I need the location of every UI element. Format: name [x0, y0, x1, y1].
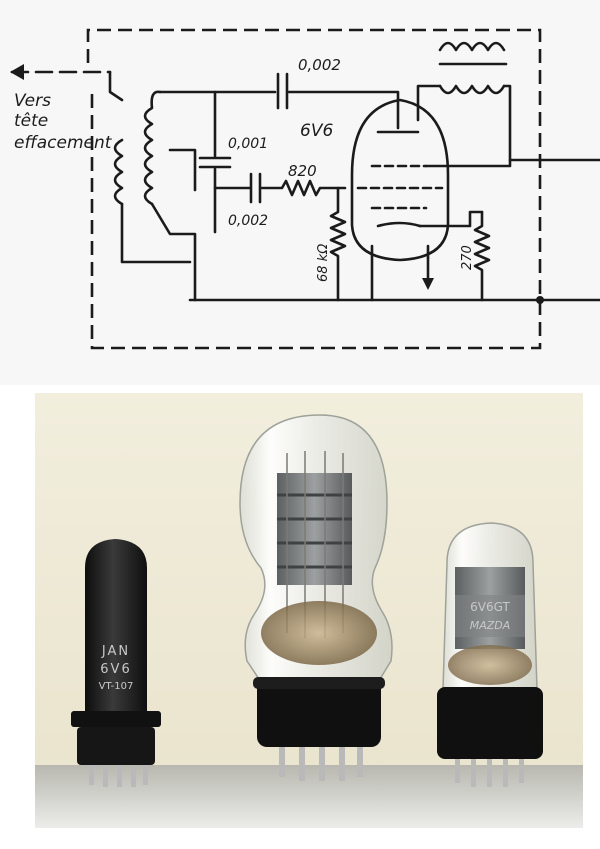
cap-top-lead-right [287, 90, 400, 130]
ground-junction [536, 296, 544, 304]
transformer-secondary [438, 84, 506, 95]
cathode-lead [418, 210, 484, 228]
tube1-marking-jan: JAN [101, 644, 130, 659]
tube3-pins [455, 759, 524, 787]
oscillator-schematic: Vers tête effacement 0,001 0,002 0,002 8… [0, 0, 600, 385]
grid-resistor-label: 820 [288, 162, 317, 180]
cathode-resistor-270 [473, 210, 491, 302]
tube1-base [77, 727, 155, 765]
tank-coil [143, 90, 162, 206]
grid-leak-resistor [329, 186, 347, 302]
tube-jan-6v6: JAN 6V6 VT-107 [71, 539, 161, 787]
tube1-can [85, 539, 147, 711]
tube-filament [370, 244, 430, 302]
tube3-marking-mazda: MAZDA [470, 619, 511, 632]
erase-coil [113, 138, 124, 206]
tube1-marking-6v6: 6V6 [100, 662, 131, 677]
tube2-base-ring [253, 677, 385, 689]
output-lead [108, 70, 124, 102]
tank-tap [168, 148, 197, 192]
grid-cap-label: 0,002 [228, 213, 268, 229]
grid-leak-label: 68 kΩ [316, 244, 331, 282]
cathode-arrowhead [422, 278, 434, 290]
tank-lead-bottom [150, 202, 197, 302]
note-line-3: effacement [14, 133, 113, 153]
tubes-photograph: JAN 6V6 VT-107 6V6GT MAZDA [35, 393, 583, 828]
transformer-lead-left [416, 84, 442, 122]
tube1-marking-vt107: VT-107 [99, 681, 134, 692]
cap-0001-label: 0,001 [228, 136, 268, 152]
tube1-flange [71, 711, 161, 727]
coil-lead-bottom [120, 202, 192, 264]
tube-glass-st-6v6 [239, 414, 393, 781]
tube-6v6-label: 6V6 [300, 121, 333, 141]
tube2-anode-ribs [277, 493, 352, 569]
tube3-marking-6v6gt: 6V6GT [470, 600, 510, 614]
tube2-base [257, 677, 381, 747]
transformer-lead-right [502, 84, 512, 162]
tube3-label-patch [455, 595, 525, 637]
note-line-1: Vers [14, 91, 51, 111]
cap-top-label: 0,002 [298, 56, 341, 74]
cathode-resistor-label: 270 [460, 245, 475, 270]
tube1-pins [89, 765, 148, 787]
tube-cathode [376, 221, 422, 228]
shield-enclosure-dashed [86, 28, 542, 350]
tube2-pins [279, 747, 363, 781]
tube-6v6gt-mazda: 6V6GT MAZDA [437, 522, 543, 787]
tube-6v6-envelope [350, 98, 450, 262]
note-line-2: tête [14, 111, 48, 131]
screen-lead [424, 158, 600, 168]
tube3-getter-flash [448, 645, 532, 685]
tube3-base [437, 687, 543, 759]
transformer-primary [438, 41, 506, 52]
grid-resistor-820 [260, 179, 347, 197]
output-arrowhead [10, 64, 24, 80]
tube2-getter-flash [261, 601, 377, 665]
